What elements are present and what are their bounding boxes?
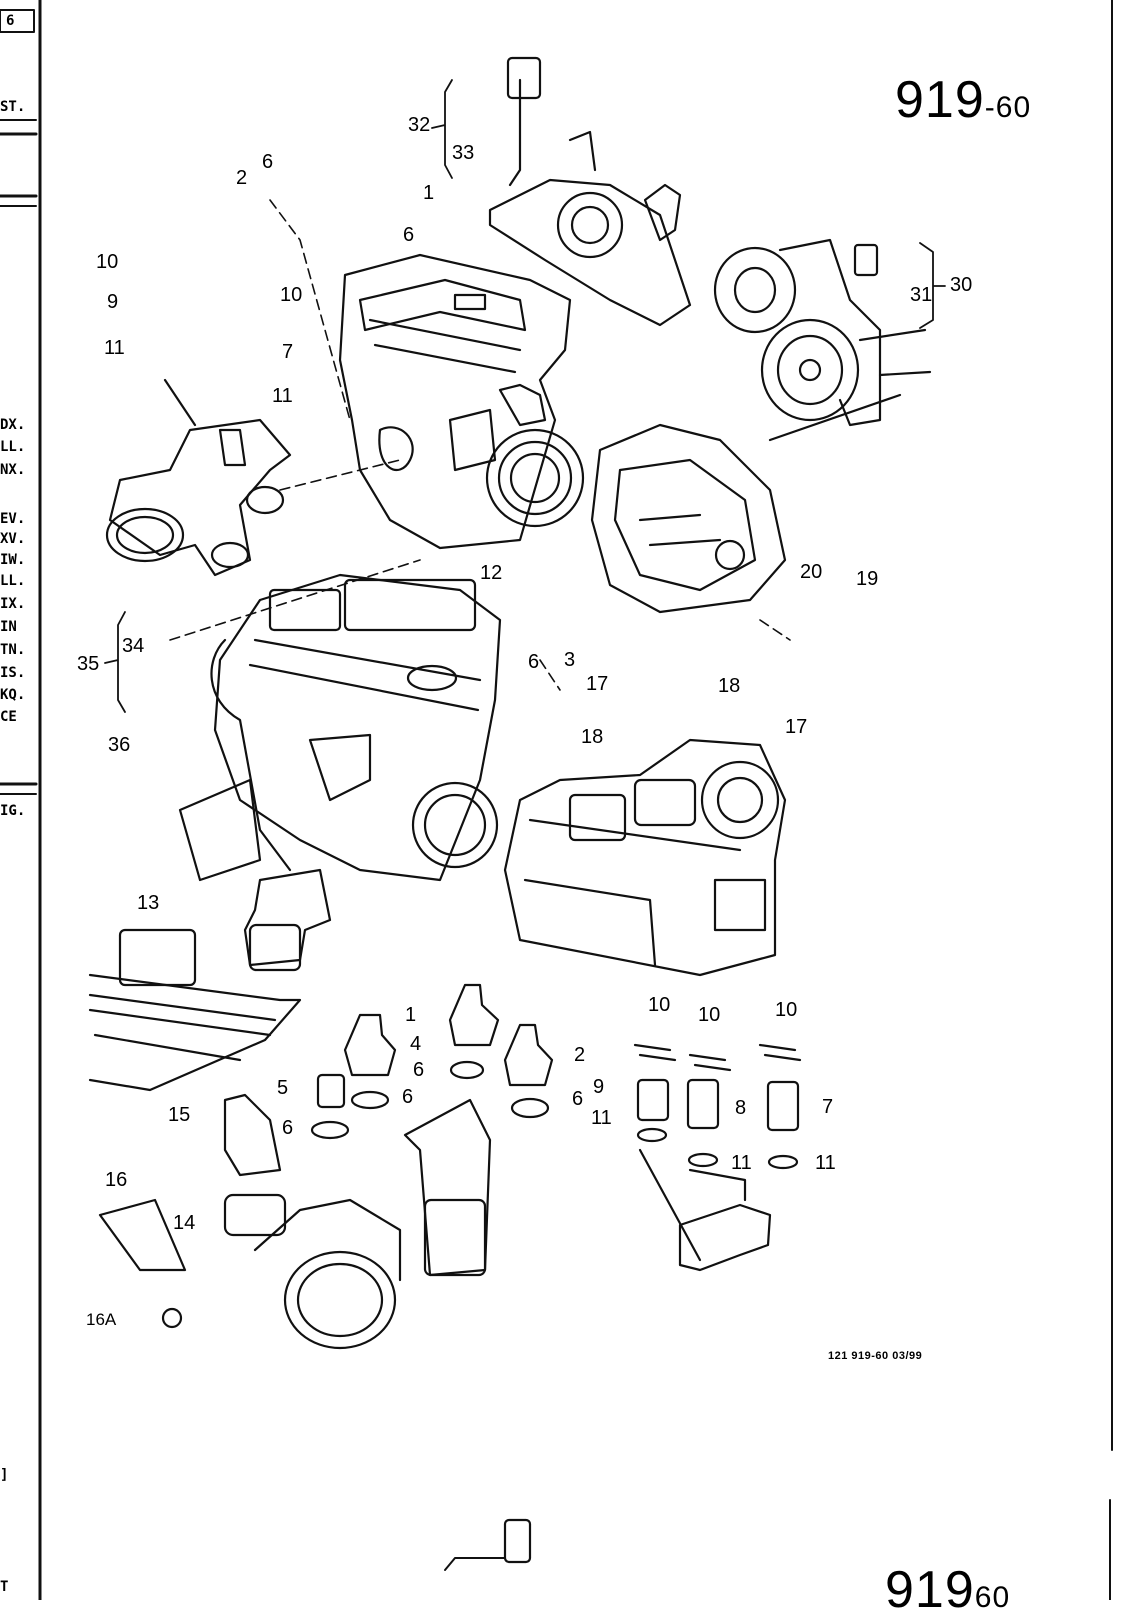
callout-label: 30 bbox=[950, 274, 973, 296]
temp-sensors-right bbox=[633, 1043, 802, 1272]
margin-text: KQ. bbox=[0, 687, 26, 703]
pulley-assembly bbox=[713, 238, 932, 442]
callout-label: 31 bbox=[910, 284, 933, 306]
margin-text: EV. bbox=[0, 511, 26, 527]
horn-assembly bbox=[98, 1093, 402, 1350]
callout-label: 11 bbox=[104, 337, 125, 359]
callout-label: 11 bbox=[815, 1152, 836, 1174]
callout-label: 34 bbox=[122, 635, 145, 657]
callout-label: 16A bbox=[86, 1310, 117, 1329]
callout-label: 4 bbox=[410, 1033, 422, 1055]
upper-engine bbox=[338, 253, 585, 550]
callout-label: 17 bbox=[785, 716, 808, 738]
callout-label: 12 bbox=[480, 562, 503, 584]
margin-text: NX. bbox=[0, 462, 26, 478]
margin-text: IX. bbox=[0, 596, 26, 612]
margin-text: IW. bbox=[0, 552, 26, 568]
callout-label: 33 bbox=[452, 142, 475, 164]
callout-label: 17 bbox=[586, 673, 609, 695]
callout-label: 20 bbox=[800, 561, 823, 583]
timing-cover bbox=[488, 56, 692, 327]
callout-label: 11 bbox=[272, 385, 293, 407]
callout-label: 18 bbox=[581, 726, 604, 748]
callout-label: 6 bbox=[528, 651, 540, 673]
callout-label: 35 bbox=[77, 653, 100, 675]
callout-label: 7 bbox=[822, 1096, 834, 1118]
margin-text: TN. bbox=[0, 642, 26, 658]
upper-gearbox bbox=[590, 423, 787, 614]
callout-label: 9 bbox=[593, 1076, 605, 1098]
margin-text: ST. bbox=[0, 99, 26, 115]
callout-label: 9 bbox=[107, 291, 119, 313]
page-number: 919-60 bbox=[895, 70, 1031, 130]
callout-label: 18 bbox=[718, 675, 741, 697]
margin-text: ] bbox=[0, 1467, 9, 1483]
relay-13 bbox=[118, 928, 197, 987]
callout-label: 5 bbox=[277, 1077, 289, 1099]
lower-gearbox bbox=[503, 738, 787, 977]
callout-label: 6 bbox=[402, 1086, 414, 1108]
callout-label: 10 bbox=[280, 284, 303, 306]
next-page-number: 91960 bbox=[885, 1560, 1010, 1620]
next-page-number-suffix: 60 bbox=[974, 1581, 1011, 1614]
callout-label: 19 bbox=[856, 568, 879, 590]
callout-label: 1 bbox=[405, 1004, 417, 1026]
callout-label: 11 bbox=[591, 1107, 612, 1129]
callout-label: 1 bbox=[423, 182, 435, 204]
callout-label: 7 bbox=[282, 341, 294, 363]
callout-label: 6 bbox=[572, 1088, 584, 1110]
coolant-flange bbox=[105, 378, 292, 577]
page-number-suffix: -60 bbox=[984, 91, 1032, 124]
callout-label: 6 bbox=[282, 1117, 294, 1139]
margin-text: IN bbox=[0, 619, 17, 635]
page-number-main: 919 bbox=[895, 71, 985, 129]
callout-label: 2 bbox=[574, 1044, 586, 1066]
callout-label: 6 bbox=[413, 1059, 425, 1081]
callout-label: 11 bbox=[731, 1152, 752, 1174]
callout-label: 15 bbox=[168, 1104, 191, 1126]
footer-code: 121 919-60 03/99 bbox=[828, 1350, 923, 1362]
oil-filter-left bbox=[243, 868, 332, 972]
callout-label: 8 bbox=[735, 1097, 747, 1119]
callout-label: 10 bbox=[96, 251, 119, 273]
callout-label: 6 bbox=[403, 224, 415, 246]
callout-label: 10 bbox=[648, 994, 671, 1016]
callout-label: 36 bbox=[108, 734, 131, 756]
margin-text: LL. bbox=[0, 439, 26, 455]
sensor-cluster bbox=[310, 983, 554, 1277]
next-page-number-main: 919 bbox=[885, 1561, 975, 1619]
margin-text: DX. bbox=[0, 417, 26, 433]
lower-engine bbox=[178, 573, 502, 882]
callout-label: 32 bbox=[408, 114, 431, 136]
margin-text: T bbox=[0, 1579, 9, 1595]
margin-text: 6 bbox=[6, 13, 15, 29]
callout-label: 3 bbox=[564, 649, 576, 671]
margin-text: XV. bbox=[0, 531, 26, 547]
callout-label: 2 bbox=[236, 167, 248, 189]
callout-label: 14 bbox=[173, 1212, 196, 1234]
callout-label: 10 bbox=[698, 1004, 721, 1026]
margin-text: LL. bbox=[0, 573, 26, 589]
bumper bbox=[88, 973, 302, 1092]
callout-label: 13 bbox=[137, 892, 160, 914]
callout-label: 6 bbox=[262, 151, 274, 173]
leader-lines bbox=[169, 199, 791, 691]
margin-text: IS. bbox=[0, 665, 26, 681]
callout-label: 10 bbox=[775, 999, 798, 1021]
callout-label: 16 bbox=[105, 1169, 128, 1191]
margin-text: CE bbox=[0, 709, 17, 725]
margin-text: IG. bbox=[0, 803, 26, 819]
